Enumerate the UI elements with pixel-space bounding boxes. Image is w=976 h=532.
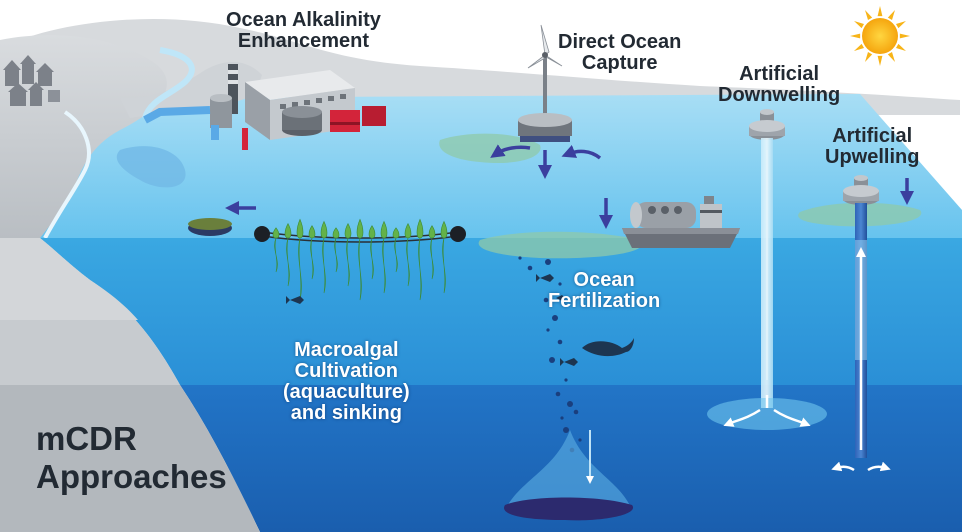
label-macroalgal: Macroalgal Cultivation (aquaculture) and… <box>283 340 410 424</box>
seaweed-strand <box>380 220 388 239</box>
particle <box>549 357 555 363</box>
seaweed-strand <box>358 237 362 301</box>
particle <box>567 401 573 407</box>
sun-ray <box>887 10 895 21</box>
label-ocean-alkalinity: Ocean Alkalinity Enhancement <box>226 10 381 52</box>
seaweed-strand <box>346 237 350 287</box>
sun-ray <box>850 33 861 39</box>
ocean-surface <box>0 94 962 238</box>
seaweed-strand <box>416 218 424 239</box>
label-artificial-downwelling: Artificial Downwelling <box>718 64 840 106</box>
seaweed-strand <box>286 237 290 287</box>
sun-ray <box>877 55 883 66</box>
seaweed-strand <box>284 222 292 239</box>
particle <box>558 282 562 286</box>
label-artificial-upwelling: Artificial Upwelling <box>825 126 919 168</box>
label-line: (aquaculture) <box>283 381 410 403</box>
seaweed-strand <box>440 220 448 239</box>
particle <box>578 438 582 442</box>
particle <box>518 256 522 260</box>
particle <box>555 391 561 397</box>
flow-arrows <box>225 144 914 229</box>
title-line: mCDR <box>36 420 137 457</box>
particle <box>560 416 564 420</box>
seaweed-strand <box>334 237 338 273</box>
label-line: Direct Ocean <box>558 31 682 53</box>
seaweed-strand <box>392 227 400 239</box>
label-line: Capture <box>581 52 658 74</box>
label-line: Cultivation <box>294 360 399 382</box>
seaweed-strand <box>442 237 446 294</box>
seaweed-strand <box>418 237 422 301</box>
label-line: Artificial <box>739 63 820 85</box>
mid-ocean-layer <box>40 238 962 385</box>
sun-icon <box>850 6 910 66</box>
seaweed-strand <box>404 222 412 239</box>
seaweed-strand <box>368 225 376 239</box>
particle <box>573 409 579 415</box>
particle <box>527 265 533 271</box>
sun-ray <box>899 33 910 39</box>
label-line: Ocean <box>573 269 635 291</box>
particle <box>563 427 569 433</box>
seaweed-strand <box>310 237 314 280</box>
particle <box>545 259 551 265</box>
seaweed-strand <box>272 227 280 239</box>
seaweed-strand <box>382 237 386 294</box>
houses-icon <box>3 55 60 106</box>
label-line: Downwelling <box>718 84 841 106</box>
sun-ray <box>865 10 873 21</box>
label-line: Enhancement <box>237 30 370 52</box>
label-ocean-fertilization: Ocean Fertilization <box>548 270 660 312</box>
wind-turbine-icon <box>518 24 572 142</box>
seaweed-strand <box>322 237 326 294</box>
diagram-title: mCDR Approaches <box>36 420 227 496</box>
label-line: Macroalgal <box>294 339 399 361</box>
sun-ray <box>895 21 906 29</box>
label-line: Artificial <box>832 125 913 147</box>
fish-icon <box>286 274 578 366</box>
title-line: Approaches <box>36 457 227 495</box>
particle <box>564 378 568 382</box>
seaweed-strand <box>296 218 304 239</box>
seaweed-strand <box>394 237 398 273</box>
sun-ray <box>887 51 895 62</box>
buoy-icon <box>450 226 466 242</box>
circulation-arrows <box>723 150 891 472</box>
whale-icon <box>582 338 634 357</box>
seaweed-strand <box>274 237 278 273</box>
label-direct-ocean-capture: Direct Ocean Capture <box>558 32 681 74</box>
particle <box>546 328 550 332</box>
seaweed-strand <box>406 237 410 287</box>
carbon-deposit <box>504 497 634 521</box>
seaweed-strand <box>308 225 316 239</box>
factory-icon <box>143 64 386 150</box>
ship-icon <box>622 196 740 248</box>
label-line: Ocean Alkalinity <box>226 9 381 31</box>
sun-ray <box>865 51 873 62</box>
seaweed-strand <box>428 225 436 239</box>
river <box>142 47 195 120</box>
particle <box>557 339 563 345</box>
particle <box>552 315 558 321</box>
particle <box>543 297 549 303</box>
sun-ray <box>854 43 865 51</box>
seaweed-strand <box>430 237 434 280</box>
seaweed-strand <box>332 227 340 239</box>
seaweed-strand <box>356 218 364 239</box>
seaweed-strand <box>320 220 328 239</box>
seaweed-strand <box>344 222 352 239</box>
sun-ray <box>854 21 865 29</box>
label-line: Upwelling <box>825 146 920 168</box>
sun-ray <box>877 6 883 17</box>
seaweed-strand <box>370 237 374 280</box>
upwelling-buoy-icon <box>843 175 879 458</box>
label-line: Fertilization <box>548 290 661 312</box>
label-line: and sinking <box>290 402 402 424</box>
buoy-icon <box>254 226 270 242</box>
sun-ray <box>895 43 906 51</box>
